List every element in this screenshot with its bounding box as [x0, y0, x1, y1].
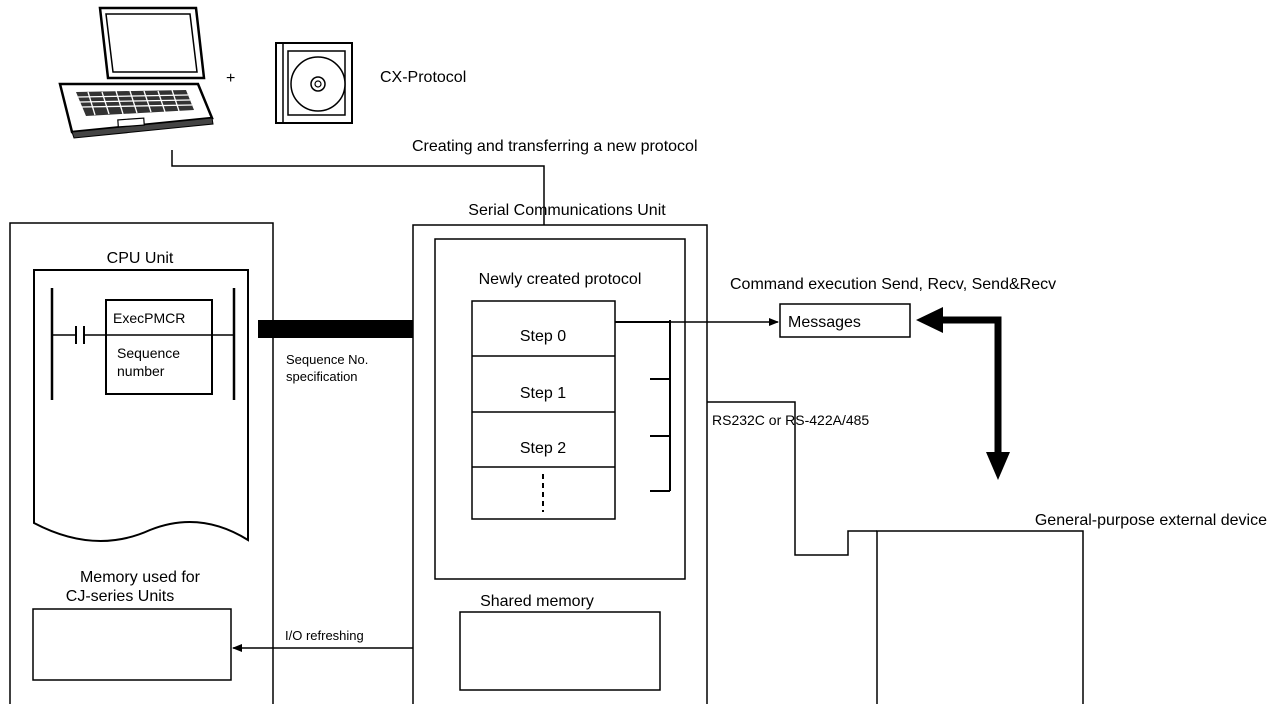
rs232c-label: RS232C or RS-422A/485	[712, 412, 869, 428]
cpu-unit-title: CPU Unit	[107, 250, 174, 267]
transfer-arrow	[171, 150, 548, 242]
step-list	[471, 300, 616, 520]
external-device-box	[876, 530, 1084, 704]
execpmcr-instruction-box	[105, 299, 213, 395]
protocol-title: Newly created protocol	[479, 271, 642, 288]
memory-label-line2: CJ-series Units	[66, 588, 174, 605]
scu-title: Serial Communications Unit	[468, 202, 666, 219]
command-label: Command execution Send, Recv, Send&Recv	[730, 276, 1056, 293]
messages-box	[779, 303, 911, 338]
messages-box-label: Messages	[788, 314, 861, 331]
step-bus	[615, 320, 671, 492]
cd-icon	[275, 42, 353, 124]
step-1: Step 1	[520, 385, 566, 402]
laptop-icon	[58, 6, 214, 139]
shared-memory-box	[459, 611, 661, 691]
software-label: CX-Protocol	[380, 69, 466, 86]
memory-label-line1: Memory used for	[80, 569, 201, 586]
step-2: Step 2	[520, 440, 566, 457]
device-arrow	[916, 307, 1010, 480]
contact-symbol	[52, 326, 106, 344]
device-label: General-purpose external device	[1035, 512, 1267, 529]
cj-memory-box	[32, 608, 232, 681]
plus-sign: +	[226, 70, 235, 87]
step-0: Step 0	[520, 328, 566, 345]
instruction-name: ExecPMCR	[113, 310, 185, 326]
operand-line1: Sequence	[117, 345, 180, 361]
operand-line2: number	[117, 363, 165, 379]
transfer-label: Creating and transferring a new protocol	[412, 138, 698, 155]
shared-memory-label: Shared memory	[480, 593, 594, 610]
sequence-label-line2: specification	[286, 369, 358, 384]
rs232c-line	[707, 401, 877, 556]
io-refresh-label: I/O refreshing	[285, 628, 364, 643]
sequence-label-line1: Sequence No.	[286, 352, 368, 367]
